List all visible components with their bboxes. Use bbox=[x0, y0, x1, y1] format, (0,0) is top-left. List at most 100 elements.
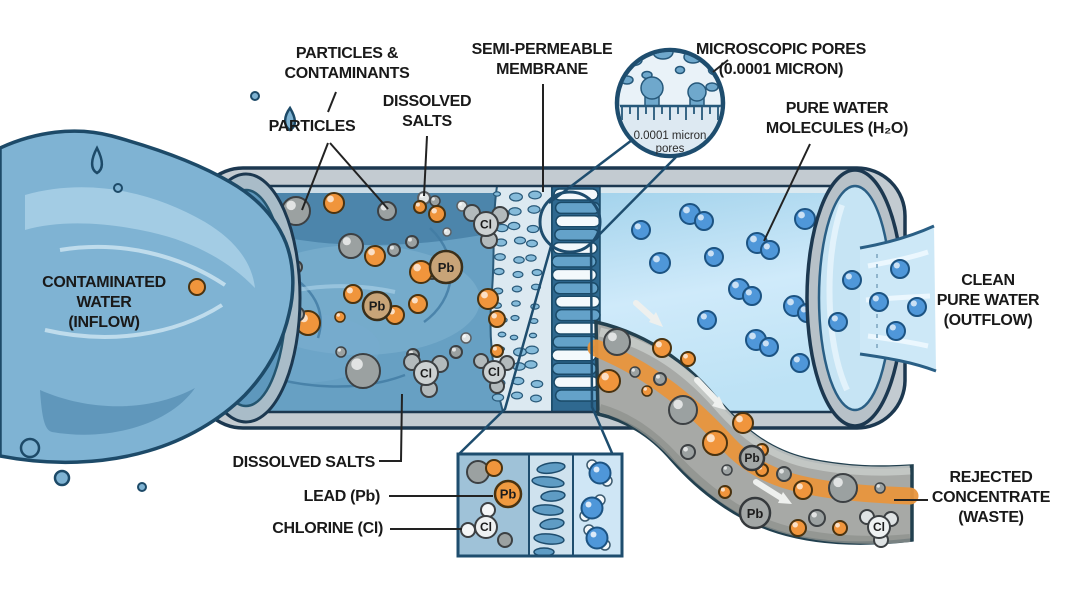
particle-highlight bbox=[327, 195, 334, 203]
connector bbox=[423, 135, 428, 197]
connector bbox=[329, 142, 389, 210]
water-molecule bbox=[704, 247, 724, 267]
membrane-pore bbox=[507, 221, 521, 231]
svg-text:Pb: Pb bbox=[747, 506, 764, 521]
water-molecule bbox=[649, 252, 671, 274]
lead-particle: Pb bbox=[738, 496, 772, 530]
label-line: (0.0001 MICRON) bbox=[718, 60, 844, 78]
label-line: CONTAMINATED bbox=[42, 274, 166, 291]
pipe-shadow bbox=[598, 404, 911, 544]
lead-particle: Pb bbox=[738, 444, 766, 472]
contaminant-particle bbox=[323, 192, 345, 214]
label-line: (INFLOW) bbox=[68, 313, 140, 331]
particle-highlight bbox=[411, 297, 418, 304]
contaminant-particle bbox=[409, 260, 433, 284]
label-line: MOLECULES (H₂O) bbox=[765, 119, 909, 137]
particle-highlight bbox=[336, 313, 340, 317]
particle-highlight bbox=[683, 206, 690, 214]
particle-highlight bbox=[462, 334, 466, 338]
water-molecule bbox=[890, 259, 910, 279]
particle-highlight bbox=[750, 235, 757, 243]
lead-symbol: Pb bbox=[438, 260, 455, 275]
water-molecule bbox=[742, 286, 762, 306]
contaminant-particle bbox=[334, 311, 346, 323]
water-molecule bbox=[759, 337, 779, 357]
ruler-ticks bbox=[621, 106, 719, 120]
water-molecule bbox=[828, 312, 848, 332]
contaminant-particle bbox=[408, 294, 428, 314]
particle-highlight bbox=[431, 197, 435, 201]
waste-particle bbox=[832, 520, 848, 536]
chlorine-molecule: Cl bbox=[473, 353, 515, 394]
label-rejected-concentrate: REJECTED CONCENTRATE (WASTE) bbox=[932, 468, 1050, 527]
particle-highlight bbox=[601, 372, 609, 381]
outflow-stream bbox=[828, 224, 937, 373]
particle-highlight bbox=[707, 250, 714, 257]
waste-particle bbox=[874, 482, 886, 494]
contaminant-particle bbox=[387, 243, 401, 257]
membrane-pore bbox=[512, 270, 524, 279]
water-molecule bbox=[790, 353, 810, 373]
waste-particle bbox=[652, 338, 672, 358]
label-particles: PARTICLES bbox=[269, 117, 356, 137]
particle-highlight bbox=[835, 522, 840, 528]
inset-border bbox=[456, 452, 624, 558]
membrane-pore bbox=[526, 224, 540, 234]
connector bbox=[379, 393, 403, 462]
label-chlorine: CHLORINE (Cl) bbox=[272, 519, 383, 539]
water-molecule bbox=[842, 270, 862, 290]
waste-particle bbox=[828, 473, 858, 503]
particle-highlight bbox=[792, 522, 798, 528]
membrane-pore bbox=[525, 345, 539, 355]
waste-particle bbox=[680, 351, 696, 367]
particle-highlight bbox=[736, 415, 743, 423]
membrane-pore bbox=[492, 191, 502, 197]
label-line: (WASTE) bbox=[958, 508, 1024, 526]
waste-particle bbox=[721, 464, 733, 476]
water-droplet bbox=[53, 469, 71, 487]
water-droplet bbox=[90, 145, 104, 175]
particle-highlight bbox=[655, 341, 662, 348]
particle-highlight bbox=[793, 356, 800, 363]
label-line: SEMI-PERMEABLE bbox=[471, 41, 613, 58]
flow-arrow bbox=[694, 377, 726, 410]
water-droplet bbox=[283, 105, 297, 132]
contaminant-particle bbox=[488, 310, 506, 328]
particle-highlight bbox=[700, 313, 707, 320]
membrane-slat bbox=[555, 215, 601, 228]
label-line: DISSOLVED bbox=[382, 93, 472, 110]
particle-highlight bbox=[831, 315, 838, 322]
particle-highlight bbox=[481, 291, 488, 299]
waste-particle bbox=[641, 385, 653, 397]
svg-text:Pb: Pb bbox=[744, 451, 759, 465]
particle-highlight bbox=[798, 211, 805, 219]
waste-particle bbox=[680, 444, 696, 460]
water-molecule bbox=[869, 292, 889, 312]
contaminant-particle bbox=[405, 235, 419, 249]
cone-line bbox=[589, 242, 614, 454]
label-contaminated-water: CONTAMINATED WATER (INFLOW) bbox=[42, 273, 166, 332]
cone-line bbox=[590, 156, 677, 244]
waste-particle bbox=[793, 480, 813, 500]
water-droplet bbox=[113, 183, 123, 193]
tube-interior: Pb Pb Cl Cl Cl bbox=[216, 186, 880, 412]
particle-highlight bbox=[876, 484, 880, 488]
label-line: WATER bbox=[76, 293, 132, 311]
membrane-slat bbox=[553, 282, 599, 295]
label-clean-pure-water: CLEAN PURE WATER (OUTFLOW) bbox=[937, 271, 1040, 330]
membrane-pore bbox=[510, 391, 524, 400]
membrane-pore bbox=[528, 332, 538, 339]
svg-text:Pb: Pb bbox=[500, 487, 517, 502]
particle-highlight bbox=[732, 281, 739, 289]
particle-highlight bbox=[893, 262, 900, 269]
waste-particle bbox=[597, 369, 621, 393]
membrane-pore bbox=[528, 190, 542, 200]
chlorine-circle bbox=[473, 211, 499, 237]
particle-highlight bbox=[796, 483, 803, 490]
waste-pipe: Pb Pb Cl bbox=[587, 300, 919, 548]
label-line: CONCENTRATE bbox=[931, 488, 1051, 506]
particle-highlight bbox=[889, 324, 896, 331]
contaminant-particle bbox=[442, 227, 452, 237]
membrane-pore bbox=[525, 239, 538, 248]
